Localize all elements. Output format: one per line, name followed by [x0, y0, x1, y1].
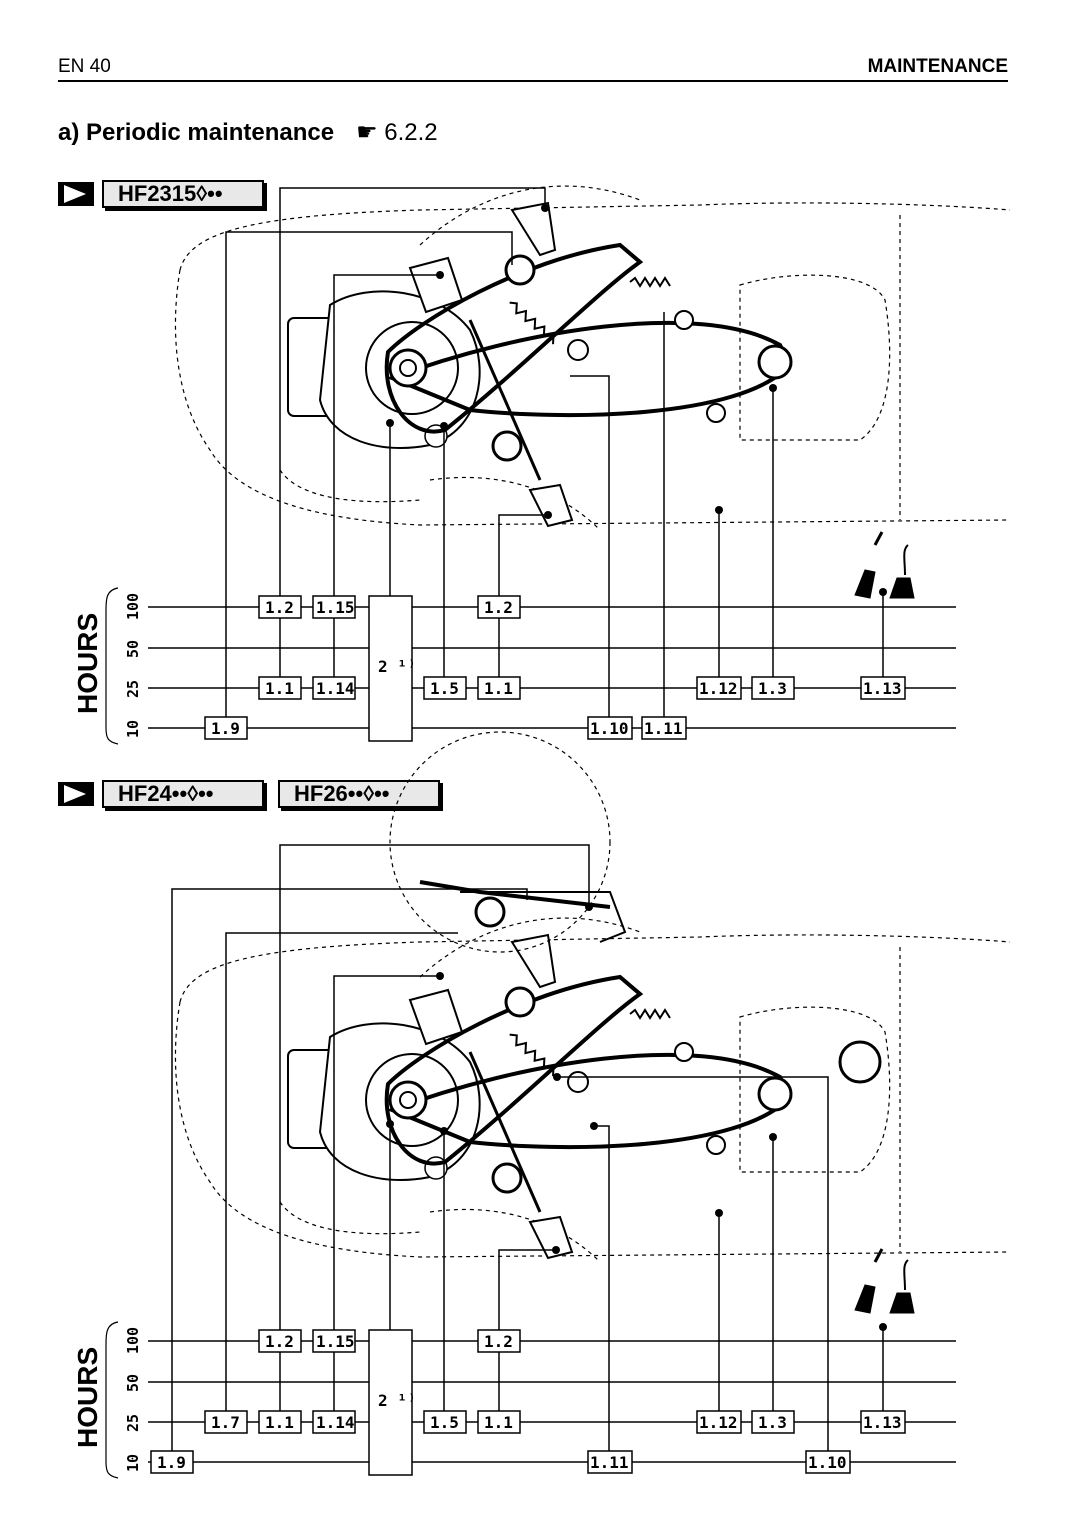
- header-rule: [58, 80, 1008, 82]
- interval-label: 1.12: [699, 1413, 738, 1432]
- interval-label: 1.9: [211, 719, 240, 738]
- model-label: HF26••◊••: [278, 780, 440, 808]
- interval-label: 1.13: [863, 1413, 902, 1432]
- interval-label: 1.1: [484, 679, 513, 698]
- service-box-2: [368, 1329, 413, 1476]
- row-label: 10: [124, 1454, 142, 1472]
- interval-label: 1.7: [211, 1413, 240, 1432]
- interval-label: 1.2: [484, 1332, 513, 1351]
- page-title: a) Periodic maintenance ☛ 6.2.2: [58, 118, 438, 147]
- interval-label: 1.1: [265, 1413, 294, 1432]
- machine-drawing-1: [173, 184, 1013, 532]
- interval-label: 1.9: [157, 1453, 186, 1472]
- row-label: 100: [124, 1327, 142, 1354]
- interval-label: 1.10: [590, 719, 629, 738]
- row-label: 50: [124, 1374, 142, 1392]
- machine-drawing-2: [173, 731, 1013, 1264]
- interval-label: 1.14: [316, 679, 355, 698]
- pointer-arrow-icon: [58, 782, 94, 806]
- interval-label: 1.5: [430, 679, 459, 698]
- interval-label: 1.11: [590, 1453, 629, 1472]
- model-row-2: HF24••◊•• HF26••◊••: [58, 780, 440, 808]
- service-box-2-label: 2 ¹⁾: [378, 657, 417, 676]
- service-box-2-label: 2 ¹⁾: [378, 1391, 417, 1410]
- interval-label: 1.3: [758, 1413, 787, 1432]
- interval-label: 1.15: [316, 1332, 355, 1351]
- page-number: EN 40: [58, 56, 111, 77]
- interval-label: 1.2: [265, 598, 294, 617]
- axis-bracket: [105, 1321, 119, 1479]
- axis-bracket: [105, 587, 119, 745]
- fuel-oil-icon: [854, 531, 915, 599]
- interval-label: 1.12: [699, 679, 738, 698]
- section-title: MAINTENANCE: [867, 56, 1008, 77]
- interval-label: 1.11: [644, 719, 683, 738]
- pointer-arrow-icon: [58, 182, 94, 206]
- schedule-grid-1: [148, 187, 956, 729]
- interval-boxes-2: 1.2 1.15 1.2 1.7 1.1 1.14 1.5 1.1 1.12 1…: [150, 1329, 906, 1474]
- model-label: HF2315◊••: [102, 180, 264, 208]
- row-label: 10: [124, 720, 142, 738]
- row-label: 50: [124, 640, 142, 658]
- service-box-2: [368, 595, 413, 742]
- title-reference: ☛ 6.2.2: [356, 119, 438, 146]
- fuel-oil-icon: [854, 1248, 915, 1314]
- hours-axis-label: HOURS: [72, 613, 103, 714]
- interval-label: 1.1: [484, 1413, 513, 1432]
- interval-label: 1.2: [265, 1332, 294, 1351]
- interval-label: 1.15: [316, 598, 355, 617]
- row-label: 25: [124, 1414, 142, 1432]
- interval-label: 1.2: [484, 598, 513, 617]
- interval-boxes-1: 1.2 1.15 1.2 1.1 1.14 1.5 1.1 1.12 1.3 1…: [204, 595, 906, 740]
- interval-label: 1.10: [808, 1453, 847, 1472]
- interval-label: 1.1: [265, 679, 294, 698]
- interval-label: 1.5: [430, 1413, 459, 1432]
- interval-label: 1.14: [316, 1413, 355, 1432]
- interval-label: 1.13: [863, 679, 902, 698]
- row-label: 25: [124, 680, 142, 698]
- model-row-1: HF2315◊••: [58, 180, 264, 208]
- leader-dots-2: [386, 903, 887, 1331]
- model-label: HF24••◊••: [102, 780, 264, 808]
- row-label: 100: [124, 593, 142, 620]
- title-text: a) Periodic maintenance: [58, 119, 335, 146]
- hours-axis-label: HOURS: [72, 1347, 103, 1448]
- interval-label: 1.3: [758, 679, 787, 698]
- schedule-grid-2: [148, 844, 956, 1463]
- leader-dots-1: [386, 204, 887, 596]
